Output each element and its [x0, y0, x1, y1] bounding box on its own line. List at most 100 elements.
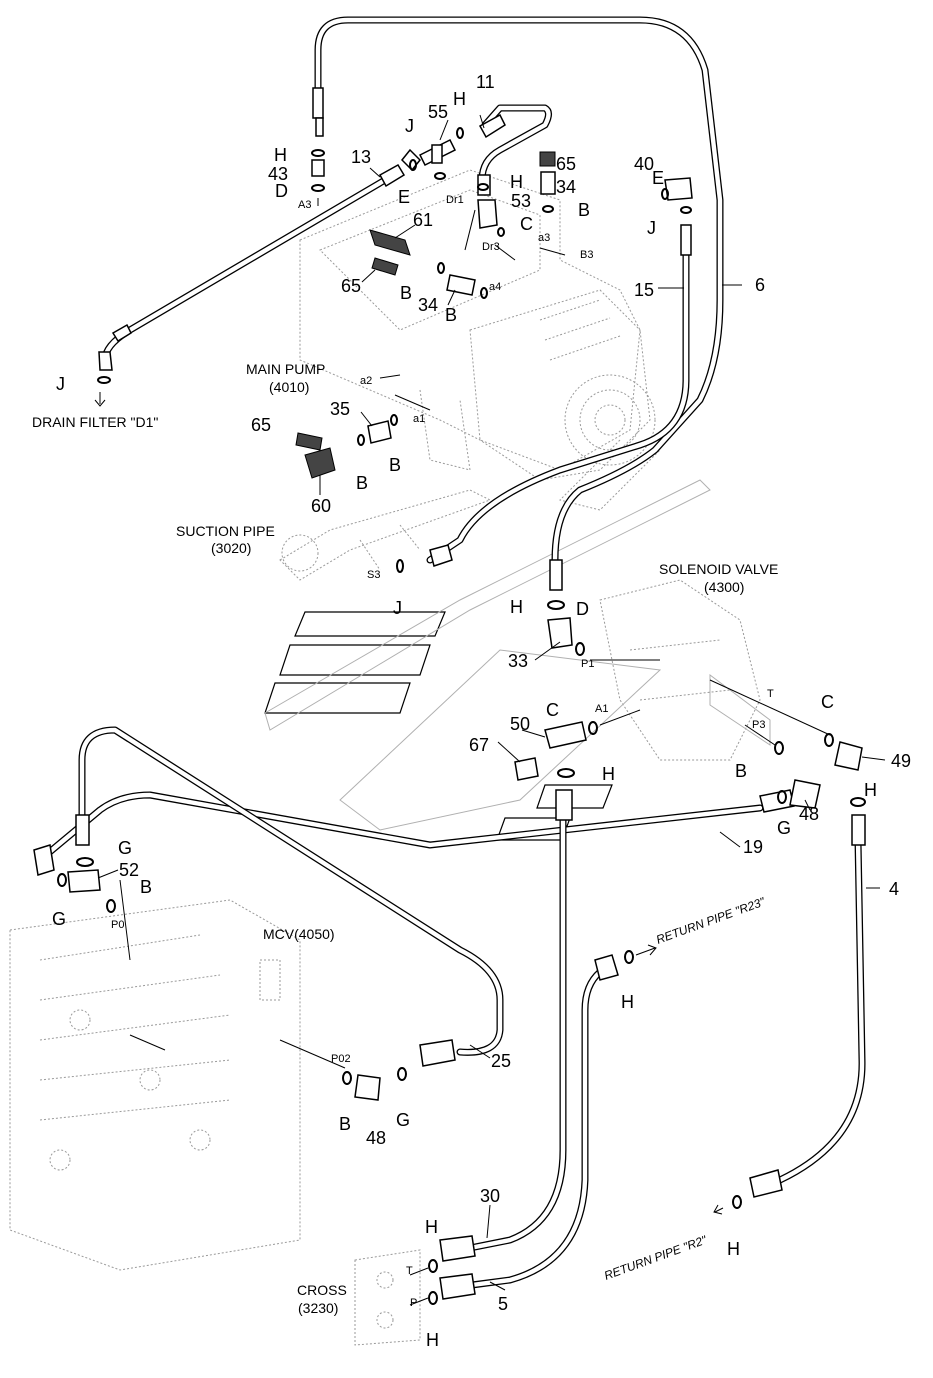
part-label-60: 60 [311, 496, 331, 516]
seal-label-j: J [647, 218, 656, 238]
part-label-50: 50 [510, 714, 530, 734]
seal-label-j: J [405, 116, 414, 136]
seal-label-b: B [445, 305, 457, 325]
hose-5 [468, 968, 604, 1289]
port-label-a1: a1 [413, 413, 425, 425]
cross-ghost [354, 1249, 421, 1346]
part-label-65-a: 65 [341, 276, 361, 296]
suction-pipe-code: (3020) [211, 540, 251, 556]
arrows [94, 392, 724, 1215]
drain-filter-label: DRAIN FILTER "D1" [32, 414, 158, 430]
seal-label-j: J [393, 598, 402, 618]
main-pump-label: MAIN PUMP [246, 361, 325, 377]
hose-15 [426, 231, 690, 564]
part-label-61: 61 [413, 210, 433, 230]
seal-label-c: C [520, 214, 533, 234]
part-label-40: 40 [634, 154, 654, 174]
seal-label-b: B [339, 1114, 351, 1134]
hose-4 [776, 836, 866, 1184]
part-label-48-a: 48 [799, 804, 819, 824]
part-label-5: 5 [498, 1294, 508, 1314]
seal-label-g: G [52, 909, 66, 929]
port-label-p02: P02 [331, 1053, 351, 1065]
part-label-49: 49 [891, 751, 911, 771]
port-label-p1: P1 [581, 658, 594, 670]
port-label-p0: P0 [111, 919, 124, 931]
seal-label-h: H [425, 1217, 438, 1237]
seal-label-h: H [453, 89, 466, 109]
hose-30 [466, 816, 567, 1252]
seal-label-g: G [118, 838, 132, 858]
seal-letter-labels: J H H D E H C B E J B B J B B J H D C H … [52, 89, 877, 1350]
seal-label-d: D [275, 181, 288, 201]
solenoid-valve-code: (4300) [704, 579, 744, 595]
cross-label: CROSS [297, 1282, 347, 1298]
hose-25 [78, 726, 504, 1056]
part-label-34-b: 34 [418, 295, 438, 315]
seal-label-e: E [652, 168, 664, 188]
solenoid-valve-ghost [599, 579, 771, 761]
seal-label-h: H [727, 1239, 740, 1259]
part-label-4: 4 [889, 879, 899, 899]
port-label-a3: A3 [298, 199, 311, 211]
part-label-48-b: 48 [366, 1128, 386, 1148]
part-label-52: 52 [119, 860, 139, 880]
port-label-a2: a2 [360, 375, 372, 387]
port-label-a4: a4 [489, 281, 501, 293]
port-labels: A3 Dr1 Dr3 a3 a4 B3 a2 a1 S3 P1 A1 T P3 … [111, 194, 774, 1309]
seal-label-g: G [396, 1110, 410, 1130]
seal-label-b: B [578, 200, 590, 220]
hose-sleeves [33, 87, 866, 1300]
hose-11 [478, 104, 552, 184]
part-label-53: 53 [511, 191, 531, 211]
port-label-dr1: Dr1 [446, 194, 464, 206]
part-label-33: 33 [508, 651, 528, 671]
port-label-b3: B3 [580, 249, 593, 261]
part-label-34-a: 34 [556, 177, 576, 197]
part-label-65-c: 65 [251, 415, 271, 435]
seal-label-h: H [510, 597, 523, 617]
part-label-25: 25 [491, 1051, 511, 1071]
seal-label-j: J [56, 374, 65, 394]
seal-label-c: C [821, 692, 834, 712]
port-label-p: P [410, 1297, 417, 1309]
hose-13 [101, 176, 389, 364]
suction-pipe-label: SUCTION PIPE [176, 523, 275, 539]
cross-code: (3230) [298, 1300, 338, 1316]
seal-label-e: E [398, 187, 410, 207]
part-label-15: 15 [634, 280, 654, 300]
main-pump-code: (4010) [269, 379, 309, 395]
seal-label-b: B [735, 761, 747, 781]
part-label-67: 67 [469, 735, 489, 755]
part-label-43: 43 [268, 164, 288, 184]
return-pipe-r2-label: RETURN PIPE "R2" [602, 1233, 709, 1283]
part-label-13: 13 [351, 147, 371, 167]
suction-pipe-ghost [279, 489, 492, 581]
port-label-p3: P3 [752, 719, 765, 731]
part-label-35: 35 [330, 399, 350, 419]
port-label-t: T [767, 688, 774, 700]
part-label-19: 19 [743, 837, 763, 857]
seal-label-h: H [864, 780, 877, 800]
seal-label-h: H [602, 764, 615, 784]
seal-label-h: H [274, 145, 287, 165]
part-label-55: 55 [428, 102, 448, 122]
seal-label-c: C [546, 700, 559, 720]
seal-label-b: B [356, 473, 368, 493]
port-label-a1-upper: A1 [595, 703, 608, 715]
leader-lines [97, 114, 886, 1306]
port-label-a3-small: a3 [538, 232, 550, 244]
mcv-ghost [9, 899, 301, 1271]
port-label-t-cross: T [406, 1265, 413, 1277]
seal-label-b: B [389, 455, 401, 475]
part-label-30: 30 [480, 1186, 500, 1206]
hose-6 [314, 16, 724, 564]
solenoid-valve-label: SOLENOID VALVE [659, 561, 778, 577]
fittings [67, 138, 863, 1101]
return-pipe-r23-label: RETURN PIPE "R23" [654, 894, 767, 947]
seal-label-b: B [400, 283, 412, 303]
mcv-label: MCV(4050) [263, 926, 335, 942]
hose-19 [42, 791, 764, 859]
